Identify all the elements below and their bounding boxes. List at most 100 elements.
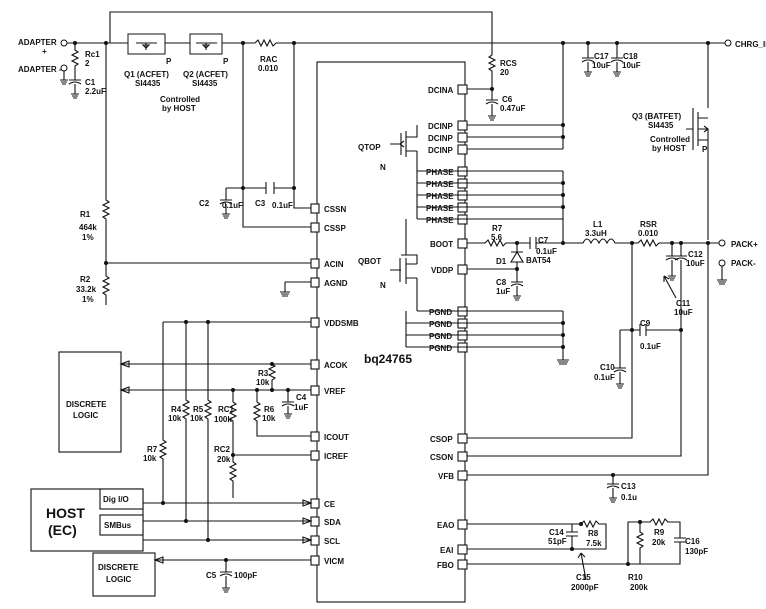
c2-name: C2 (199, 199, 210, 208)
power-stage: QTOP N QBOT N (358, 125, 569, 365)
input-section: ADAPTER + ADAPTER - Rc1 2 C1 2.2uF P P Q… (18, 11, 766, 188)
qbot-n-mark: N (380, 281, 386, 290)
r2-name: R2 (80, 275, 91, 284)
rc1-value: 2 (85, 59, 90, 68)
bat-controlled-host: by HOST (652, 144, 686, 153)
pin-phase-4: PHASE (426, 204, 454, 213)
ac-controlled-label: Controlled (160, 95, 200, 104)
pin-vddp: VDDP (431, 266, 454, 275)
c18-value: 10uF (622, 61, 641, 70)
adapter-minus-terminal (60, 64, 68, 72)
rcs-value: 20 (500, 68, 509, 77)
host-ec-label: (EC) (48, 522, 77, 538)
c3-value: 0.1uF (272, 201, 293, 210)
c7-value: 0.1uF (536, 247, 557, 256)
boot-network: R7 5.6 C7 0.1uF D1 BAT54 C8 1uF (467, 224, 565, 301)
pin-pgnd-2: PGND (429, 320, 452, 329)
q1-part: SI4435 (135, 79, 161, 88)
sense-input-section: C2 0.1uF C3 0.1uF (199, 182, 311, 228)
c17-value: 10uF (592, 61, 611, 70)
pin-dcinp-1: DCINP (428, 122, 454, 131)
adapter-minus-label: ADAPTER - (18, 65, 62, 74)
r7b-name: R7 (147, 445, 158, 454)
host-label: HOST (46, 505, 85, 521)
c11-value: 10uF (674, 308, 693, 317)
rc2-name: RC2 (214, 445, 231, 454)
pin-acok: ACOK (324, 361, 348, 370)
r8-name: R8 (588, 529, 599, 538)
chrg-in-label: CHRG_IN (735, 40, 766, 49)
c15-value: 2000pF (571, 583, 599, 592)
rc1b-value: 100k (214, 415, 232, 424)
c13-name: C13 (621, 482, 636, 491)
pin-cson: CSON (430, 453, 453, 462)
q3-name: Q3 (BATFET) (632, 112, 682, 121)
pin-csop: CSOP (430, 435, 453, 444)
r8-value: 7.5k (586, 539, 602, 548)
dig-io-port (99, 488, 144, 510)
output-section: L1 3.3uH RSR 0.010 PACK+ PACK- C12 10uF … (467, 220, 758, 503)
pin-pgnd-1: PGND (429, 308, 452, 317)
pin-ce: CE (324, 500, 336, 509)
pin-vicm: VICM (324, 557, 344, 566)
r6-value: 10k (262, 414, 276, 423)
r7-value: 5.6 (491, 233, 503, 242)
pin-phase-1: PHASE (426, 168, 454, 177)
c9-name: C9 (640, 319, 651, 328)
pin-icout: ICOUT (324, 433, 349, 442)
c15-name: C15 (576, 573, 591, 582)
qbot-name: QBOT (358, 257, 381, 266)
adapter-plus-terminal (60, 39, 68, 47)
pin-pgnd-3: PGND (429, 332, 452, 341)
r3-name: R3 (258, 369, 269, 378)
pin-vref: VREF (324, 387, 345, 396)
r2-value: 33.2k (76, 285, 97, 294)
c2-value: 0.1uF (222, 201, 243, 210)
c18-name: C18 (623, 52, 638, 61)
rac-value: 0.010 (258, 64, 279, 73)
c14-name: C14 (549, 528, 564, 537)
adapter-plus-sign: + (42, 47, 47, 56)
q1-p-mark: P (166, 57, 172, 66)
pin-agnd: AGND (324, 279, 348, 288)
right-pins: DCINA DCINP DCINP DCINP PHASE PHASE PHAS… (426, 84, 468, 570)
rc2-value: 20k (217, 455, 231, 464)
r1-tol: 1% (82, 233, 94, 242)
c4-value: 1uF (294, 403, 308, 412)
logic-section: R4 10k R5 10k R7 10k DISCRETE LOGIC R3 1… (30, 320, 313, 597)
r4-name: R4 (171, 405, 182, 414)
discrete-logic-bot-l1: DISCRETE (98, 563, 139, 572)
c8-name: C8 (496, 278, 507, 287)
r7-name: R7 (492, 224, 503, 233)
r5-name: R5 (193, 405, 204, 414)
pin-vfb: VFB (438, 472, 454, 481)
pin-scl: SCL (324, 537, 340, 546)
pin-cssp: CSSP (324, 224, 346, 233)
c14-value: 51pF (548, 537, 567, 546)
r3-value: 10k (256, 378, 270, 387)
dig-io-label: Dig I/O (103, 495, 129, 504)
pin-phase-5: PHASE (426, 216, 454, 225)
r9-name: R9 (654, 528, 665, 537)
pin-phase-3: PHASE (426, 192, 454, 201)
d1-name: D1 (496, 257, 507, 266)
chip-name: bq24765 (364, 352, 412, 366)
ac-controlled-host: by HOST (162, 104, 196, 113)
c17-name: C17 (594, 52, 609, 61)
r5-value: 10k (190, 414, 204, 423)
l1-value: 3.3uH (585, 229, 607, 238)
c5-value: 100pF (234, 571, 257, 580)
discrete-logic-top-l1: DISCRETE (66, 400, 107, 409)
rc1-name: Rc1 (85, 50, 100, 59)
pack-minus-label: PACK- (731, 259, 756, 268)
pin-eai: EAI (440, 546, 453, 555)
ic-body (316, 61, 466, 603)
pin-fbo: FBO (437, 561, 454, 570)
c3-name: C3 (255, 199, 266, 208)
pin-boot: BOOT (430, 240, 453, 249)
q1-name: Q1 (ACFET) (124, 70, 169, 79)
pin-acin: ACIN (324, 260, 344, 269)
l1-name: L1 (593, 220, 603, 229)
rac-name: RAC (260, 55, 278, 64)
